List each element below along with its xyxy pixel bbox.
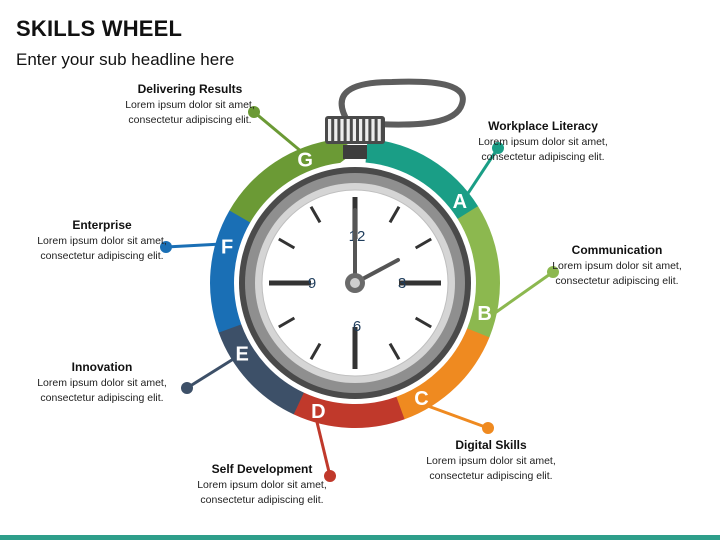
skill-title: Digital Skills <box>455 438 527 452</box>
skill-description: Lorem ipsum dolor sit amet, consectetur … <box>426 455 556 482</box>
skill-description: Lorem ipsum dolor sit amet, consectetur … <box>37 377 167 404</box>
connector-line-g <box>253 110 304 154</box>
ring-segment-a <box>365 138 478 229</box>
connector-line-f <box>165 242 220 249</box>
clock-number-3: 3 <box>398 275 406 292</box>
connector-dot-c <box>482 422 494 434</box>
skill-title: Enterprise <box>72 218 132 232</box>
skill-description: Lorem ipsum dolor sit amet, consectetur … <box>552 260 682 287</box>
clock-number-6: 6 <box>353 318 361 335</box>
segment-letter-b: B <box>477 303 491 325</box>
connector-dot-g <box>248 106 260 118</box>
connector-line-d <box>314 418 332 477</box>
connector-dot-a <box>492 142 504 154</box>
skill-description: Lorem ipsum dolor sit amet, consectetur … <box>197 479 327 506</box>
ring-segment-b <box>457 206 500 350</box>
segment-letter-f: F <box>221 236 233 258</box>
clock-number-9: 9 <box>308 275 316 292</box>
segment-letter-c: C <box>414 388 428 410</box>
segment-letter-a: A <box>453 191 467 213</box>
skill-label-digital-skills: Digital Skills Lorem ipsum dolor sit ame… <box>411 437 571 483</box>
connector-line-c <box>424 403 489 430</box>
segment-letter-g: G <box>297 150 313 172</box>
footer-bar <box>0 535 720 540</box>
connector-line-b <box>491 270 554 316</box>
skill-title: Communication <box>571 243 663 257</box>
ring-segment-e <box>218 310 304 415</box>
skill-title: Innovation <box>71 360 133 374</box>
ring-segment-g <box>229 139 358 223</box>
skill-title: Self Development <box>211 462 313 476</box>
skill-label-communication: Communication Lorem ipsum dolor sit amet… <box>537 242 697 288</box>
skill-label-enterprise: Enterprise Lorem ipsum dolor sit amet, c… <box>22 217 182 263</box>
skill-description: Lorem ipsum dolor sit amet, consectetur … <box>125 99 255 126</box>
ring-segment-c <box>382 328 490 420</box>
skill-title: Delivering Results <box>137 82 243 96</box>
ring-segment-d <box>282 392 405 429</box>
connector-dot-d <box>324 470 336 482</box>
connector-dot-e <box>181 382 193 394</box>
connector-line-e <box>186 356 237 390</box>
skill-title: Workplace Literacy <box>488 119 598 133</box>
connector-line-a <box>464 147 500 198</box>
skill-description: Lorem ipsum dolor sit amet, consectetur … <box>478 136 608 163</box>
connector-dot-f <box>160 241 172 253</box>
segment-letter-d: D <box>311 401 325 423</box>
skill-label-self-development: Self Development Lorem ipsum dolor sit a… <box>182 461 342 507</box>
skill-label-innovation: Innovation Lorem ipsum dolor sit amet, c… <box>22 359 182 405</box>
skill-label-workplace-literacy: Workplace Literacy Lorem ipsum dolor sit… <box>463 118 623 164</box>
stopwatch-crown-icon <box>325 116 385 159</box>
skill-description: Lorem ipsum dolor sit amet, consectetur … <box>37 235 167 262</box>
ring-segment-f <box>210 201 251 333</box>
stopwatch-strap <box>338 78 466 128</box>
page-subtitle: Enter your sub headline here <box>16 50 235 69</box>
page-title: SKILLS WHEEL <box>16 16 183 41</box>
segment-letter-e: E <box>236 343 249 365</box>
skill-label-delivering-results: Delivering Results Lorem ipsum dolor sit… <box>110 81 270 127</box>
connector-dot-b <box>547 266 559 278</box>
